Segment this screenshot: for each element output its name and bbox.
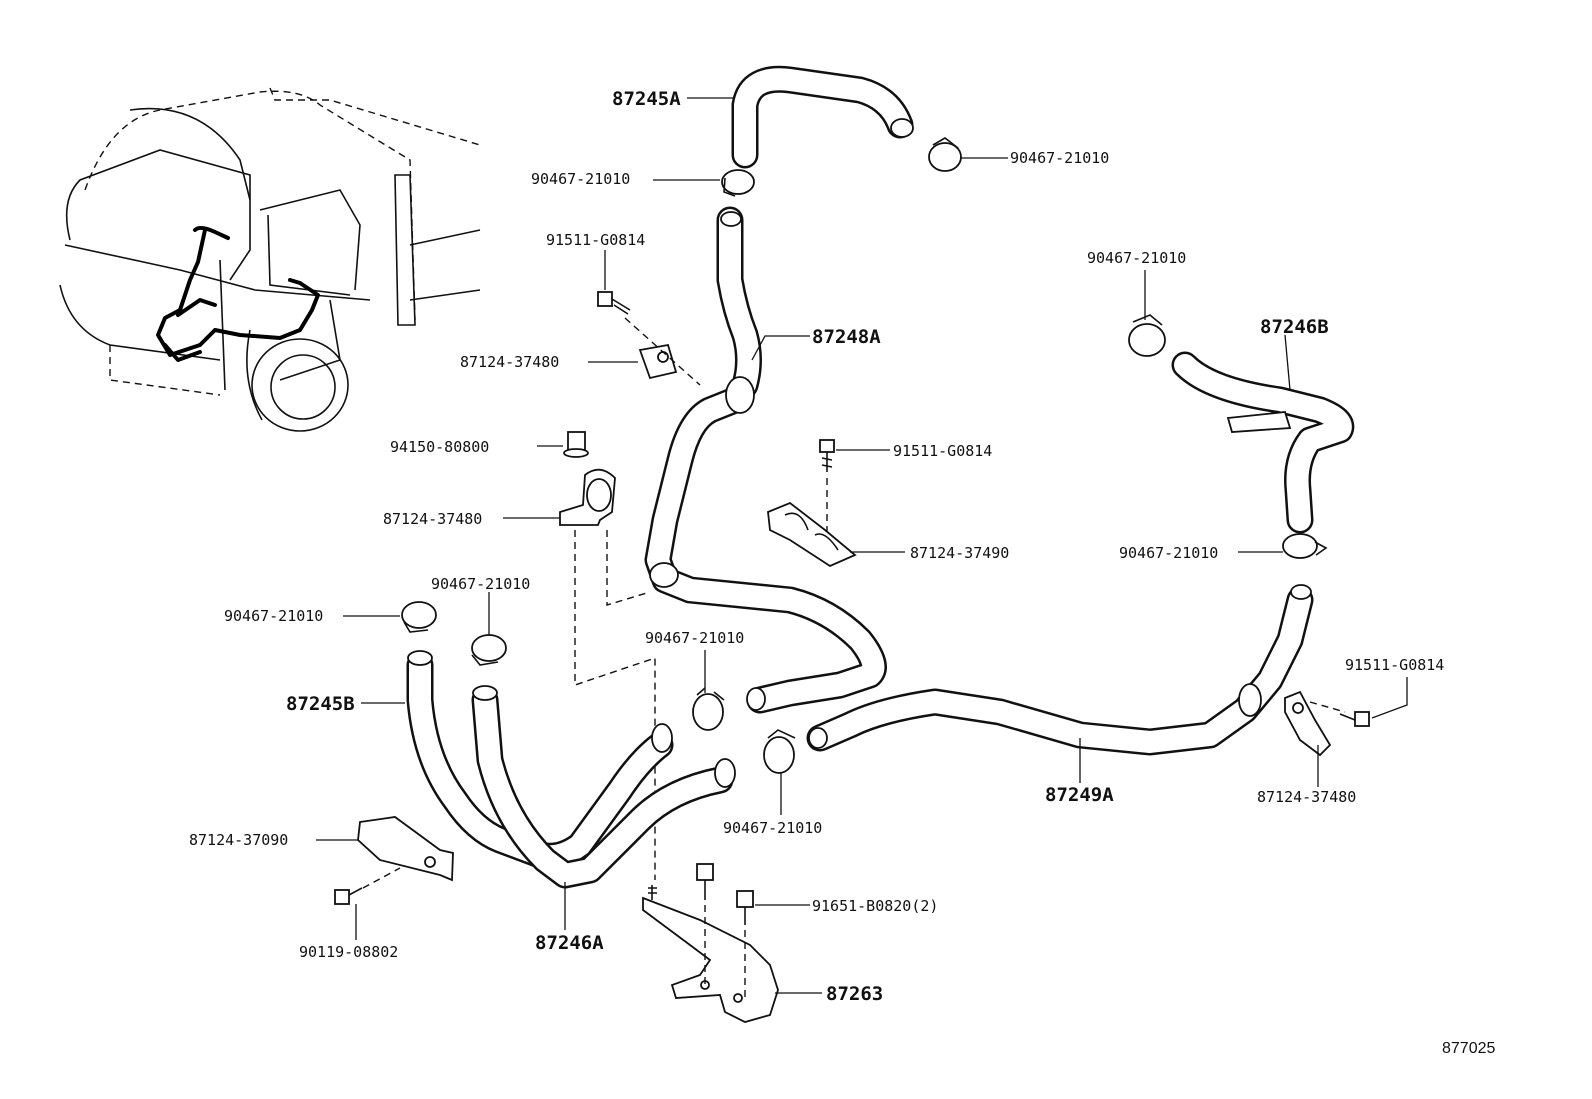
- hose-clamp: [1128, 314, 1166, 357]
- label-clamp-top-left: 90467-21010: [531, 170, 630, 188]
- label-87248a: 87248A: [812, 326, 881, 348]
- label-bolt-91511-right: 91511-G0814: [1345, 656, 1444, 674]
- hose-clamp: [721, 169, 755, 197]
- label-nut-94150: 94150-80800: [390, 438, 489, 456]
- bolt: [1339, 711, 1370, 727]
- bolt: [696, 863, 714, 900]
- label-bolt-91511-mid: 91511-G0814: [893, 442, 992, 460]
- label-clamp-87124-b: 87124-37480: [383, 510, 482, 528]
- label-87263: 87263: [826, 983, 883, 1005]
- label-clamp-mid-low: 90467-21010: [723, 819, 822, 837]
- clip-bracket: [638, 343, 678, 380]
- stud: [648, 885, 657, 900]
- hose-clamp: [763, 729, 796, 774]
- label-clamp-right-mid: 90467-21010: [1119, 544, 1218, 562]
- hose-clamp: [471, 634, 507, 666]
- hose-87246b: [1171, 351, 1355, 534]
- hose-87248a: [644, 206, 887, 714]
- label-bracket-87124-37490: 87124-37490: [910, 544, 1009, 562]
- label-bolt-91511-top: 91511-G0814: [546, 231, 645, 249]
- label-87246a: 87246A: [535, 932, 604, 954]
- nut: [563, 431, 589, 458]
- hose-clamp: [1282, 533, 1328, 559]
- label-bolt-90119: 90119-08802: [299, 943, 398, 961]
- label-bolt-91651: 91651-B0820(2): [812, 897, 938, 915]
- label-87245b: 87245B: [286, 693, 355, 715]
- label-clamp-left-b: 90467-21010: [431, 575, 530, 593]
- hose-87245b: [406, 650, 674, 870]
- pipe-clamp: [559, 468, 616, 526]
- bracket-87263: [642, 896, 779, 1023]
- label-clamp-left-a: 90467-21010: [224, 607, 323, 625]
- label-87249a: 87249A: [1045, 784, 1114, 806]
- hose-87246a: [471, 685, 736, 889]
- label-clip-87124-a: 87124-37480: [460, 353, 559, 371]
- bolt: [597, 291, 631, 315]
- clip-bracket: [1284, 690, 1332, 757]
- label-clamp-right-top: 90467-21010: [1087, 249, 1186, 267]
- hose-87245a: [731, 65, 914, 169]
- bolt: [819, 439, 835, 472]
- leader-lines: [316, 97, 1408, 994]
- hose-clamp: [401, 601, 437, 633]
- bolt: [334, 887, 363, 905]
- label-clamp-top-right: 90467-21010: [1010, 149, 1109, 167]
- bracket-87124-37090: [357, 816, 454, 882]
- bolt: [736, 890, 754, 925]
- hose-87249a: [806, 584, 1314, 756]
- bracket-87124-37490: [767, 501, 857, 568]
- label-clip-87124-right: 87124-37480: [1257, 788, 1356, 806]
- label-clamp-mid: 90467-21010: [645, 629, 744, 647]
- hose-clamp: [928, 137, 962, 172]
- label-87245a: 87245A: [612, 88, 681, 110]
- truck-locator-illustration: [59, 87, 481, 432]
- label-bracket-87124-37090: 87124-37090: [189, 831, 288, 849]
- hose-clamp: [692, 687, 725, 731]
- label-87246b: 87246B: [1260, 316, 1329, 338]
- diagram-id: 877025: [1442, 1040, 1495, 1057]
